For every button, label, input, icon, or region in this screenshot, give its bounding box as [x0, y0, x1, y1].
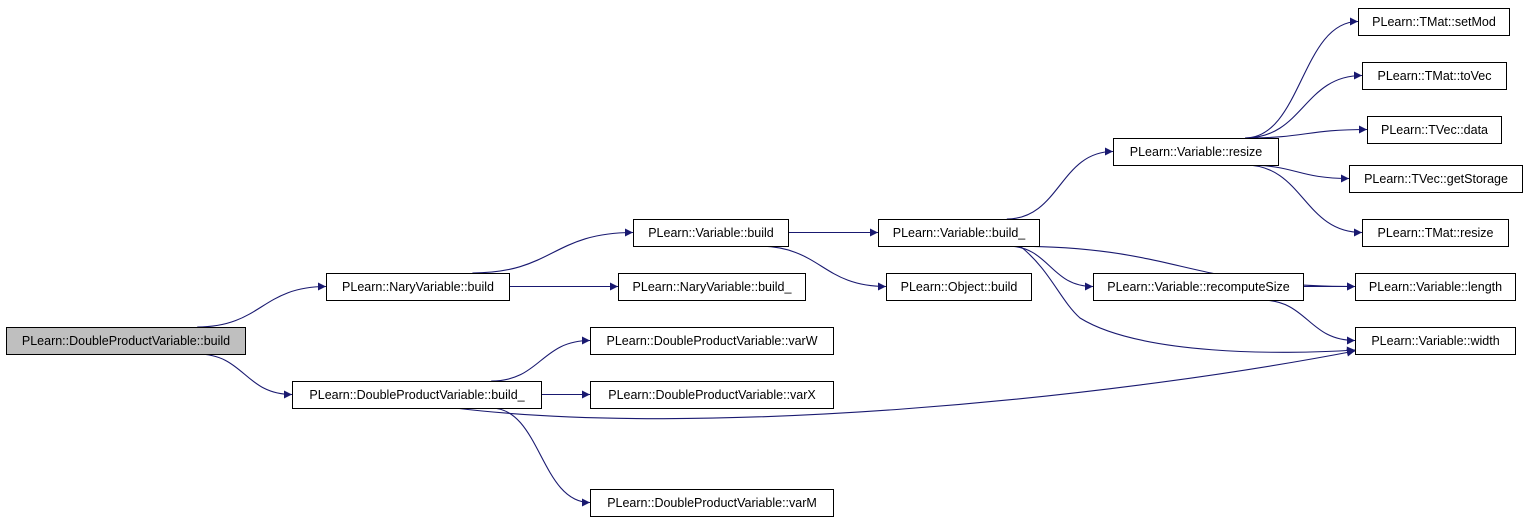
edge-dpb_-to-varW [491, 336, 591, 382]
node-box[interactable] [1358, 8, 1510, 36]
node-box[interactable] [633, 219, 789, 247]
node-box[interactable] [590, 489, 834, 517]
node-vres[interactable]: PLearn::Variable::resize [1113, 138, 1279, 166]
edge-root-to-nb [197, 282, 327, 328]
nodes-layer: PLearn::DoubleProductVariable::buildPLea… [6, 8, 1523, 517]
edge-nb-to-vb [472, 228, 634, 274]
node-nb_[interactable]: PLearn::NaryVariable::build_ [618, 273, 806, 301]
edge-vres-to-setMod [1244, 17, 1359, 139]
edges-layer [197, 17, 1368, 507]
node-label: PLearn::DoubleProductVariable::varM [607, 496, 817, 510]
edge-vrc-to-vwid [1260, 299, 1356, 345]
node-box[interactable] [1113, 138, 1279, 166]
node-box[interactable] [878, 219, 1040, 247]
node-label: PLearn::Variable::length [1369, 280, 1502, 294]
node-box[interactable] [1093, 273, 1304, 301]
edge-vb_-to-vwid [1019, 245, 1356, 355]
node-nb[interactable]: PLearn::NaryVariable::build [326, 273, 510, 301]
node-varX[interactable]: PLearn::DoubleProductVariable::varX [590, 381, 834, 409]
node-box[interactable] [1349, 165, 1523, 193]
node-data[interactable]: PLearn::TVec::data [1367, 116, 1502, 144]
node-label: PLearn::Object::build [901, 280, 1018, 294]
edge-vb_-to-vres [1006, 147, 1114, 220]
node-vlen[interactable]: PLearn::Variable::length [1355, 273, 1516, 301]
node-toVec[interactable]: PLearn::TMat::toVec [1362, 62, 1507, 90]
node-label: PLearn::Variable::resize [1130, 145, 1263, 159]
node-label: PLearn::DoubleProductVariable::varX [608, 388, 816, 402]
node-box[interactable] [1362, 219, 1509, 247]
node-box[interactable] [1355, 273, 1516, 301]
edge-root-to-dpb_ [197, 353, 293, 399]
node-vrc[interactable]: PLearn::Variable::recomputeSize [1093, 273, 1304, 301]
node-label: PLearn::TVec::data [1381, 123, 1488, 137]
node-label: PLearn::TVec::getStorage [1364, 172, 1508, 186]
node-root[interactable]: PLearn::DoubleProductVariable::build [6, 327, 246, 355]
node-getSt[interactable]: PLearn::TVec::getStorage [1349, 165, 1523, 193]
node-label: PLearn::Variable::build_ [893, 226, 1027, 240]
node-varM[interactable]: PLearn::DoubleProductVariable::varM [590, 489, 834, 517]
node-label: PLearn::NaryVariable::build_ [633, 280, 793, 294]
node-label: PLearn::TMat::resize [1377, 226, 1493, 240]
node-box[interactable] [1355, 327, 1516, 355]
node-box[interactable] [1367, 116, 1502, 144]
edge-vres-to-data [1244, 125, 1368, 139]
node-label: PLearn::NaryVariable::build [342, 280, 494, 294]
node-box[interactable] [1362, 62, 1507, 90]
node-box[interactable] [618, 273, 806, 301]
node-box[interactable] [6, 327, 246, 355]
node-box[interactable] [590, 327, 834, 355]
node-label: PLearn::DoubleProductVariable::build [22, 334, 230, 348]
node-dpb_[interactable]: PLearn::DoubleProductVariable::build_ [292, 381, 542, 409]
edge-vb-to-ob [756, 245, 887, 291]
node-box[interactable] [326, 273, 510, 301]
node-setMod[interactable]: PLearn::TMat::setMod [1358, 8, 1510, 36]
node-box[interactable] [590, 381, 834, 409]
edge-dpb_-to-varM [491, 407, 591, 507]
node-box[interactable] [886, 273, 1032, 301]
edge-dpb_-to-vwid [454, 348, 1356, 420]
node-ob[interactable]: PLearn::Object::build [886, 273, 1032, 301]
edge-vb_-to-vrc [1006, 245, 1094, 291]
node-label: PLearn::DoubleProductVariable::varW [607, 334, 818, 348]
edge-vres-to-toVec [1244, 71, 1363, 139]
node-varW[interactable]: PLearn::DoubleProductVariable::varW [590, 327, 834, 355]
node-label: PLearn::Variable::recomputeSize [1107, 280, 1290, 294]
node-vb_[interactable]: PLearn::Variable::build_ [878, 219, 1040, 247]
edge-vres-to-tmres [1244, 164, 1363, 237]
node-label: PLearn::Variable::build [648, 226, 774, 240]
node-label: PLearn::DoubleProductVariable::build_ [309, 388, 525, 402]
node-box[interactable] [292, 381, 542, 409]
node-vb[interactable]: PLearn::Variable::build [633, 219, 789, 247]
node-vwid[interactable]: PLearn::Variable::width [1355, 327, 1516, 355]
node-label: PLearn::TMat::toVec [1378, 69, 1492, 83]
node-tmres[interactable]: PLearn::TMat::resize [1362, 219, 1509, 247]
node-label: PLearn::Variable::width [1371, 334, 1499, 348]
node-label: PLearn::TMat::setMod [1372, 15, 1496, 29]
